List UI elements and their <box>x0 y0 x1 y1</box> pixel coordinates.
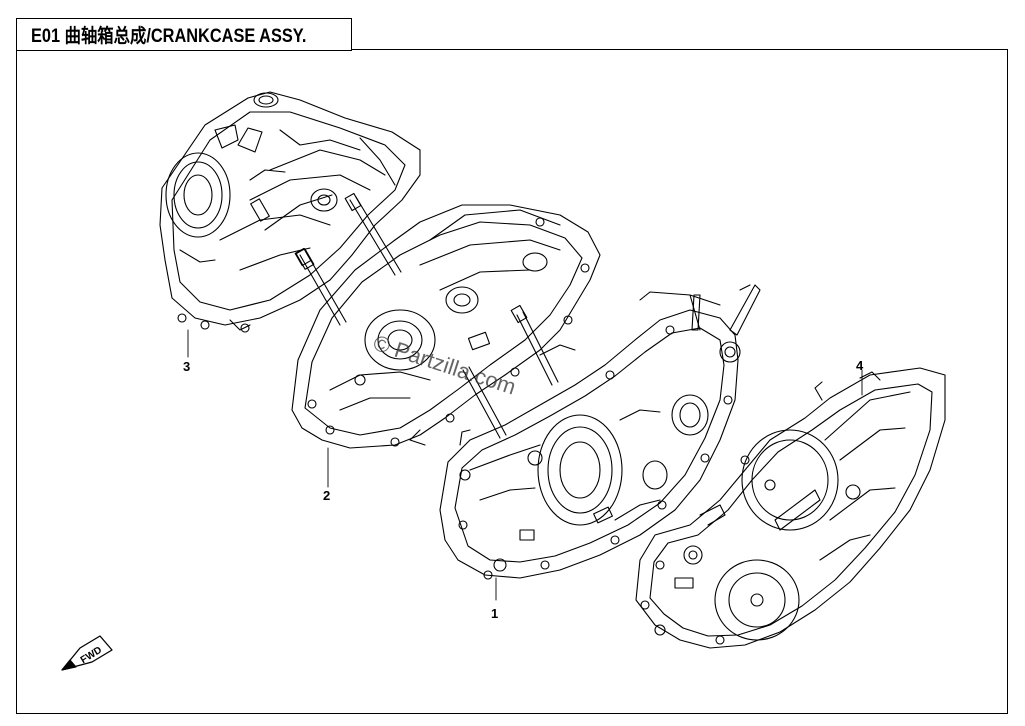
part-3-left-cover <box>159 91 421 333</box>
callout-1: 1 <box>491 606 499 621</box>
callout-leaders <box>187 329 863 601</box>
part-4-right-cover <box>635 367 946 649</box>
diagram-title: E01 曲轴箱总成/CRANKCASE ASSY. <box>31 26 307 47</box>
title-box: E01 曲轴箱总成/CRANKCASE ASSY. <box>16 18 352 51</box>
diagram-frame <box>16 49 1008 714</box>
callout-4: 4 <box>856 358 864 373</box>
callout-2: 2 <box>323 488 331 503</box>
callout-3: 3 <box>183 359 191 374</box>
fwd-arrow-icon <box>61 635 113 671</box>
part-1-crankcase-right <box>439 284 761 580</box>
part-2-crankcase-left <box>291 204 601 449</box>
